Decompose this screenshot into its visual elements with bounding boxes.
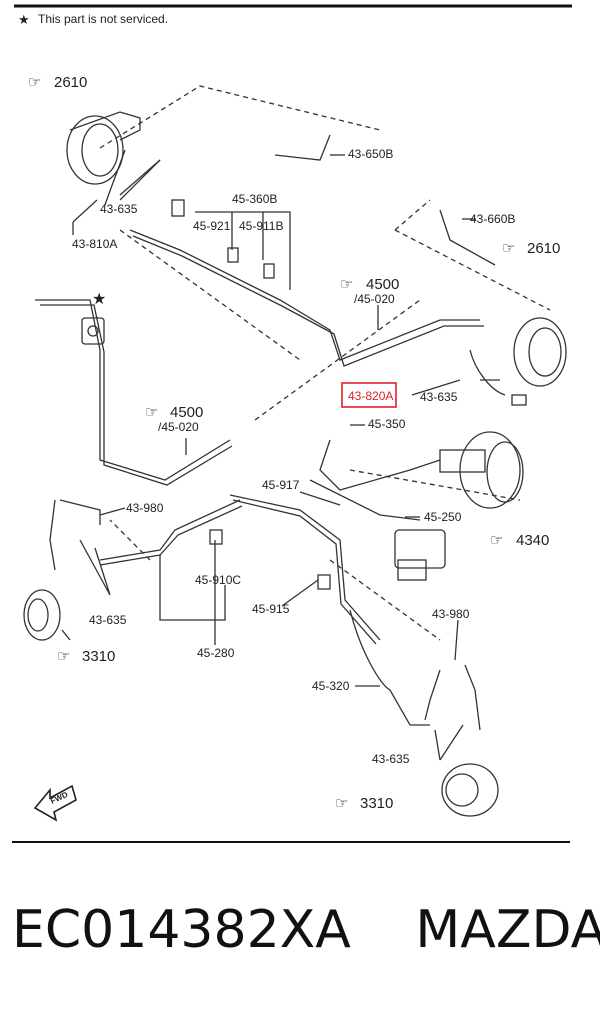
notice-text: This part is not serviced. [38,12,168,26]
pointing-hand-icon: ☞ [145,404,158,421]
label-45-320: 45-320 [312,679,350,693]
svg-text:3310: 3310 [82,648,115,665]
product-caption: EC014382XA MAZDA [12,900,600,960]
svg-text:/45-020: /45-020 [158,420,199,434]
svg-text:2610: 2610 [527,240,560,257]
pointing-hand-icon: ☞ [490,532,503,549]
highlighted-part-frame [341,382,397,408]
rear-right-brake-drum [469,317,567,406]
part-number: EC014382XA [12,900,351,960]
label-43-980-right: 43-980 [432,607,470,621]
label-43-650B: 43-650B [348,147,393,161]
front-right-brake-line [317,574,499,817]
label-45-911B: 45-911B [239,219,283,233]
pointing-hand-icon: ☞ [335,795,348,812]
ref-4340: ☞ 4340 [490,532,549,549]
brake-booster [309,431,524,521]
unserviced-component [81,317,105,345]
label-43-635-top: 43-635 [100,202,138,216]
brand-name: MAZDA [415,900,600,960]
svg-text:3310: 3310 [360,795,393,812]
label-43-635-right: 43-635 [420,390,458,404]
label-45-250: 45-250 [424,510,462,524]
label-43-635-left: 43-635 [89,613,127,627]
label-43-980-left: 43-980 [126,501,164,515]
hydraulic-unit [229,494,446,645]
ref-2610-top: ☞ 2610 [28,74,87,91]
star-icon: ★ [18,12,30,27]
upper-brake-tubes [35,134,496,486]
label-45-915: 45-915 [252,602,290,616]
pointing-hand-icon: ☞ [340,276,353,293]
ref-3310-left: ☞ 3310 [57,648,115,665]
forward-direction-arrow: FWD [33,784,77,822]
label-45-280: 45-280 [197,646,235,660]
svg-text:2610: 2610 [54,74,87,91]
front-left-brake-line [23,499,243,641]
label-leaders [61,154,476,761]
label-45-921: 45-921 [193,219,231,233]
pointing-hand-icon: ☞ [57,648,70,665]
pointing-hand-icon: ☞ [502,240,515,257]
label-45-910C: 45-910C [195,573,241,587]
ref-4500-lower: ☞ 4500 /45-020 [145,404,203,434]
label-45-350: 45-350 [368,417,406,431]
pointing-hand-icon: ☞ [28,74,41,91]
rear-left-brake-drum [66,111,141,185]
label-45-360B: 45-360B [232,192,277,206]
label-43-820A: 43-820A [348,389,393,403]
label-43-635-bottom: 43-635 [372,752,410,766]
ref-3310-bottom: ☞ 3310 [335,795,393,812]
label-43-660B: 43-660B [470,212,515,226]
svg-text:4500: 4500 [170,404,203,421]
fwd-label: FWD [49,790,70,806]
label-43-810A: 43-810A [72,237,117,251]
dashed-leaders [99,85,551,641]
label-45-917: 45-917 [262,478,300,492]
unserviced-star-icon: ★ [92,291,106,308]
svg-text:/45-020: /45-020 [354,292,395,306]
ref-4500-upper: ☞ 4500 /45-020 [340,276,399,306]
ref-2610-right: ☞ 2610 [502,240,560,257]
svg-text:4500: 4500 [366,276,399,293]
svg-text:4340: 4340 [516,532,549,549]
